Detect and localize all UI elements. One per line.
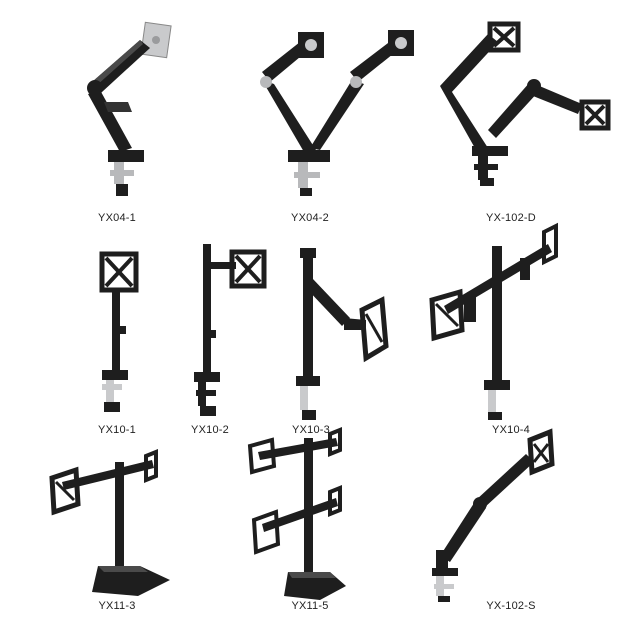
product-label: YX11-3 (98, 600, 136, 612)
product-label: YX-102-D (486, 212, 536, 224)
product-label: YX10-4 (492, 424, 530, 436)
product-label: YX10-3 (292, 424, 330, 436)
product-label: YX-102-S (486, 600, 536, 612)
product-label: YX04-1 (98, 212, 136, 224)
product-label: YX10-2 (191, 424, 229, 436)
product-label: YX10-1 (98, 424, 136, 436)
product-label: YX04-2 (291, 212, 329, 224)
product-label: YX11-5 (291, 600, 329, 612)
